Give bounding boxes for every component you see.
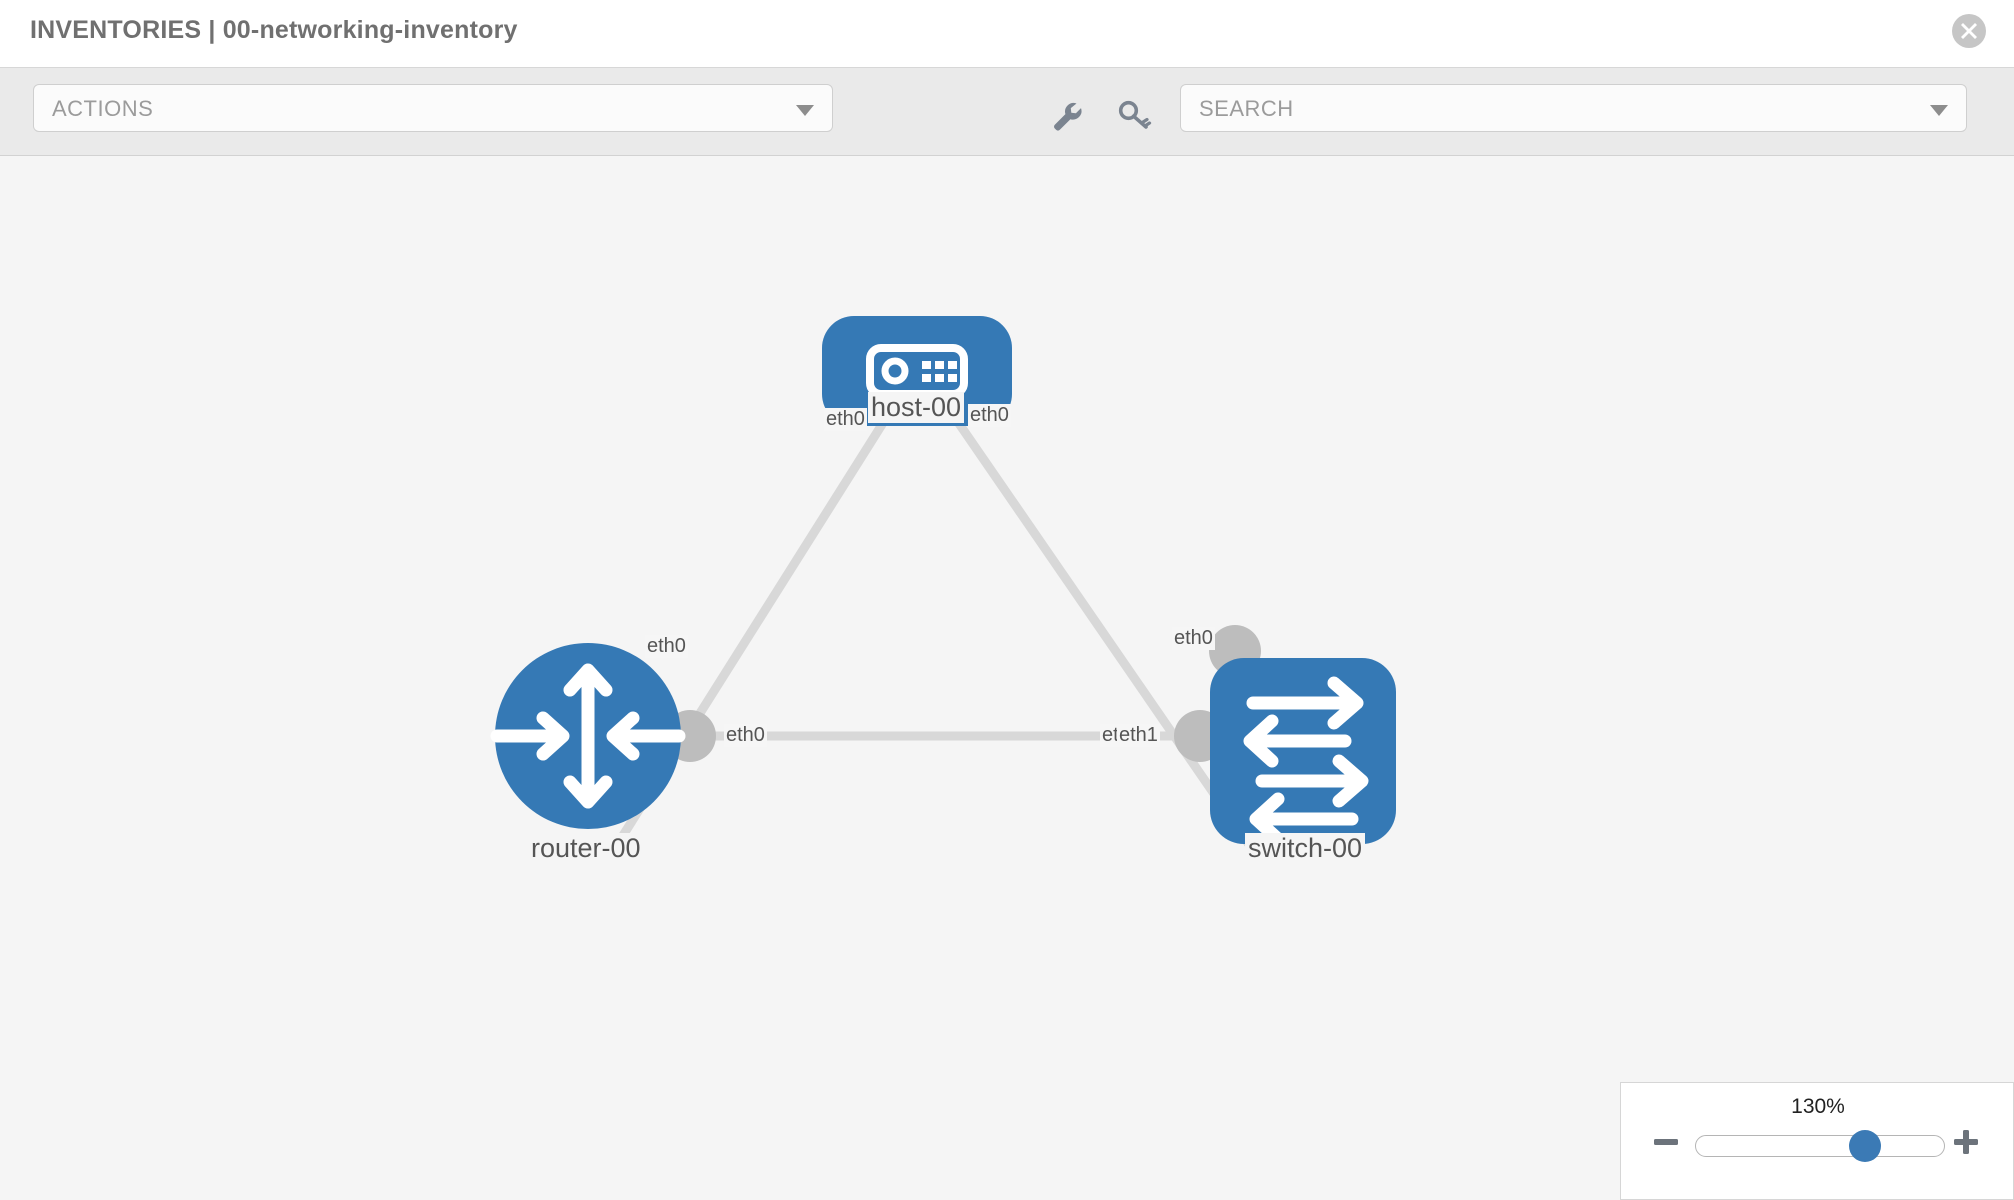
zoom-slider-thumb[interactable] bbox=[1849, 1130, 1881, 1162]
plus-icon[interactable] bbox=[1951, 1127, 1981, 1157]
actions-dropdown[interactable]: ACTIONS bbox=[33, 84, 833, 132]
key-icon[interactable] bbox=[1114, 96, 1154, 136]
minus-icon[interactable] bbox=[1651, 1127, 1681, 1157]
node-switch-00[interactable] bbox=[1210, 658, 1396, 846]
search-dropdown[interactable]: SEARCH bbox=[1180, 84, 1967, 132]
topology-canvas[interactable]: host-00 router-00 switch-00 eth0 eth0 et… bbox=[0, 156, 2014, 1200]
node-host-00[interactable] bbox=[822, 316, 1012, 426]
chevron-down-icon bbox=[1930, 105, 1948, 116]
actions-dropdown-label: ACTIONS bbox=[52, 96, 154, 121]
close-icon[interactable] bbox=[1952, 14, 1986, 48]
page-title: INVENTORIES | 00-networking-inventory bbox=[30, 16, 518, 44]
chevron-down-icon bbox=[796, 105, 814, 116]
page-header: INVENTORIES | 00-networking-inventory bbox=[0, 0, 2014, 68]
topology-graph bbox=[490, 316, 1396, 859]
topology-links bbox=[606, 393, 1254, 859]
zoom-percent-label: 130% bbox=[1791, 1095, 1845, 1118]
node-router-00[interactable] bbox=[490, 643, 686, 829]
zoom-slider[interactable] bbox=[1695, 1135, 1945, 1157]
link-host-switch bbox=[936, 393, 1254, 849]
zoom-control-panel: 130% bbox=[1620, 1082, 2014, 1200]
search-input-placeholder: SEARCH bbox=[1199, 96, 1294, 121]
wrench-icon[interactable] bbox=[1046, 96, 1086, 136]
